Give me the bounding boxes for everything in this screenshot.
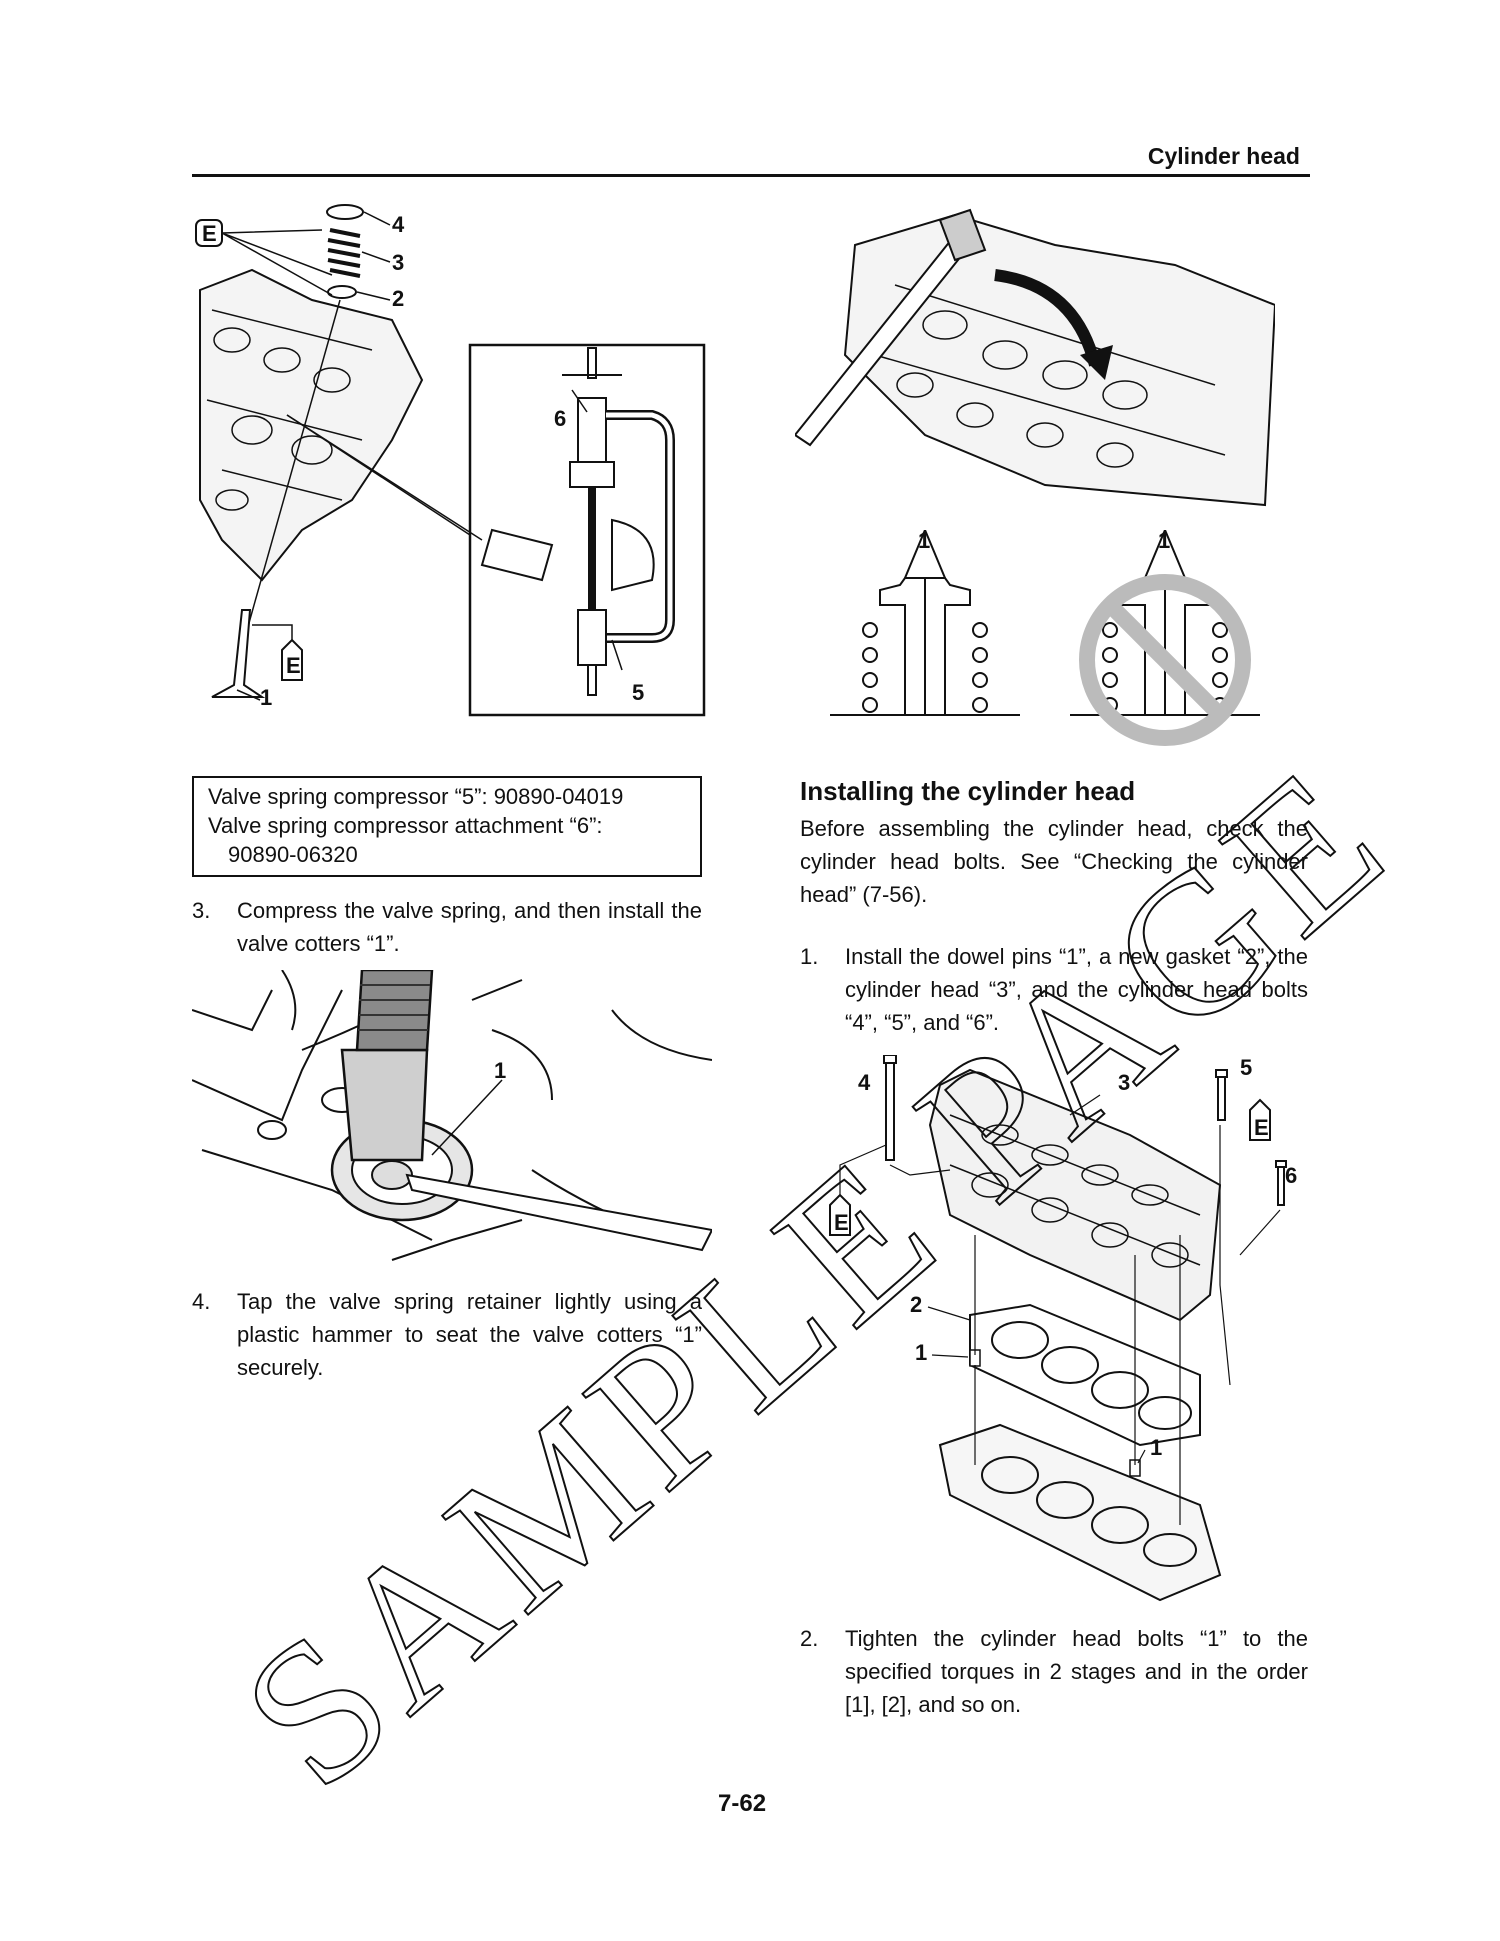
header-rule (192, 174, 1310, 177)
step-4: 4. Tap the valve spring retainer lightly… (192, 1285, 702, 1384)
callout-2: 2 (910, 1292, 922, 1317)
prohibition-icon (1079, 574, 1251, 746)
step-text: Tap the valve spring retainer lightly us… (237, 1289, 702, 1380)
step-3: 3. Compress the valve spring, and then i… (192, 894, 702, 960)
figure-valve-guide-tapping (795, 205, 1275, 530)
step-2: 2. Tighten the cylinder head bolts “1” t… (800, 1622, 1308, 1721)
step-number: 2. (800, 1626, 819, 1651)
spec-line: 90890-06320 (228, 842, 358, 867)
callout-1: 1 (918, 530, 930, 553)
svg-text:E: E (1254, 1115, 1269, 1140)
step-number: 1. (800, 944, 819, 969)
header-title: Cylinder head (1147, 143, 1300, 169)
step-text: Tighten the cylinder head bolts “1” to t… (845, 1626, 1308, 1717)
special-tool-box: Valve spring compressor “5”: 90890-04019… (192, 776, 702, 877)
step-number: 4. (192, 1289, 211, 1314)
callout-6: 6 (554, 406, 566, 431)
callout-2: 2 (392, 286, 404, 311)
section-intro: Before assembling the cylinder head, che… (800, 816, 1308, 907)
callout-5: 5 (1240, 1055, 1252, 1080)
callout-3: 3 (392, 250, 404, 275)
page-number: 7-62 (718, 1790, 767, 1817)
spec-line: Valve spring compressor “5”: 90890-04019 (208, 784, 624, 809)
step-1: 1. Install the dowel pins “1”, a new gas… (800, 940, 1308, 1039)
callout-6: 6 (1285, 1163, 1297, 1188)
callout-4: 4 (392, 212, 405, 237)
step-text: Compress the valve spring, and then inst… (237, 898, 702, 956)
svg-text:E: E (202, 221, 217, 246)
step-text: Install the dowel pins “1”, a new gasket… (845, 944, 1308, 1035)
callout-1: 1 (260, 685, 272, 710)
step-number: 3. (192, 898, 211, 923)
figure-cylinder-head-installation: E E 4 3 5 6 2 1 1 (800, 1055, 1300, 1610)
spec-line: Valve spring compressor attachment “6”: (208, 813, 603, 838)
callout-5: 5 (632, 680, 644, 705)
section-title: Installing the cylinder head (800, 776, 1136, 806)
callout-1: 1 (494, 1058, 506, 1083)
svg-text:E: E (286, 653, 301, 678)
callout-1: 1 (1158, 530, 1170, 553)
figure-valve-guide-comparison: 1 1 (820, 530, 1280, 750)
callout-1: 1 (915, 1340, 927, 1365)
figure-valve-assembly: E E 4 3 2 6 1 (192, 200, 712, 725)
callout-4: 4 (858, 1070, 871, 1095)
svg-text:E: E (834, 1210, 849, 1235)
callout-3: 3 (1118, 1070, 1130, 1095)
figure-cotter-install: 1 (192, 970, 712, 1270)
callout-1: 1 (1150, 1435, 1162, 1460)
